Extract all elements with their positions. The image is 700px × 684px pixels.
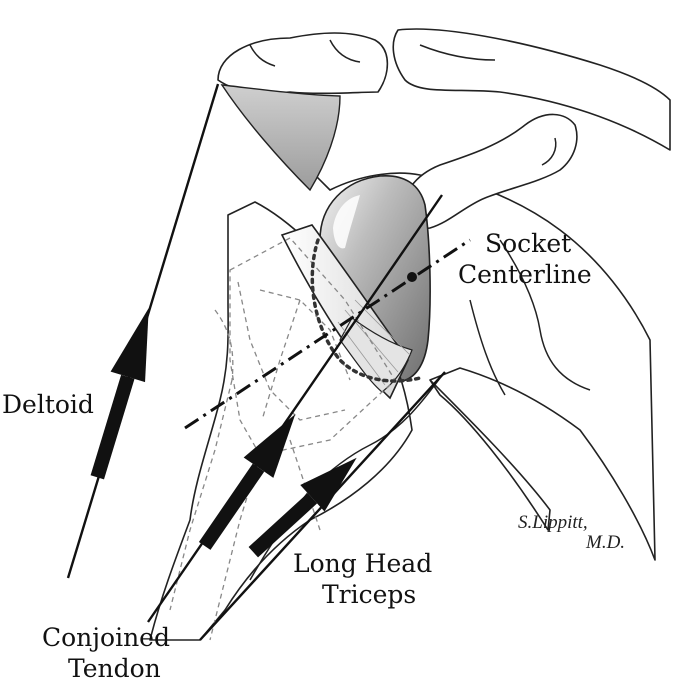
signature-line1: S.Lippitt,	[518, 512, 588, 533]
humeral-stem	[280, 224, 413, 400]
clavicle	[392, 28, 671, 151]
signature-line2: M.D.	[585, 532, 625, 553]
deltoid-label: Deltoid	[2, 390, 94, 419]
conjoined-label-line1: Conjoined	[42, 623, 170, 652]
center-point	[407, 272, 417, 282]
socket-label-line1: Socket	[485, 229, 571, 258]
long-head-label-line1: Long Head	[293, 549, 432, 578]
rotation-arc	[310, 238, 422, 383]
acromion	[217, 32, 389, 192]
socket-centerline	[184, 238, 471, 430]
socket-label-line2: Centerline	[458, 260, 592, 289]
conjoined-tendon-line	[147, 194, 443, 623]
conjoined-tendon-arrow	[198, 414, 296, 550]
deltoid-arrow	[90, 307, 149, 480]
conjoined-label-line2: Tendon	[68, 654, 161, 683]
coracoid-process	[403, 113, 578, 230]
triceps-arrow	[248, 457, 357, 558]
long-head-label-line2: Triceps	[322, 580, 416, 609]
